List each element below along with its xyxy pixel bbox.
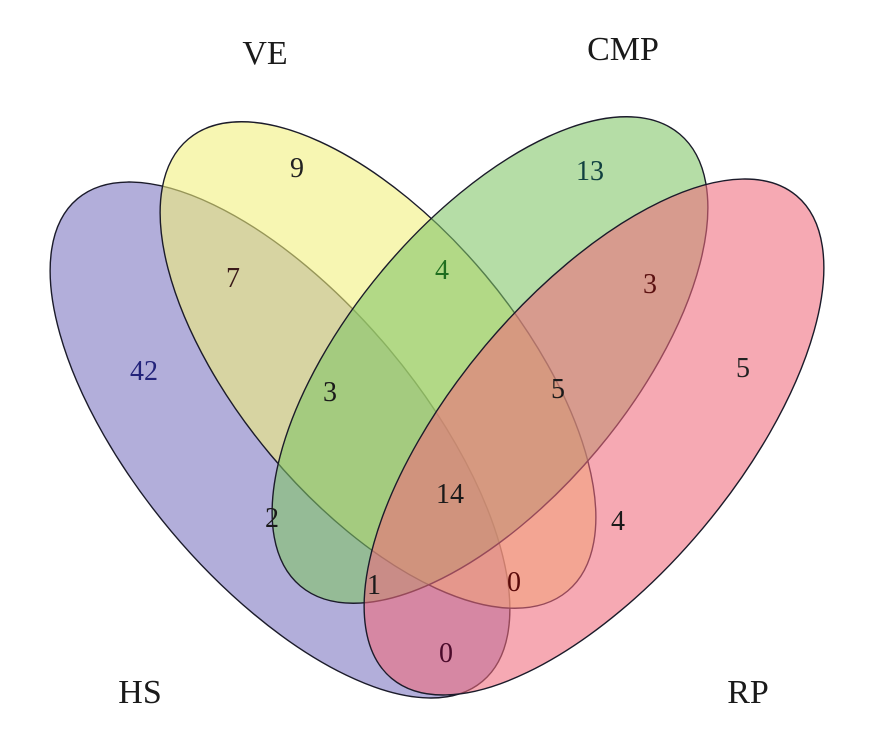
region-ve-cmp: 4	[435, 255, 449, 286]
region-labels: 42 9 13 5 7 4 3 3 5 2 14 4 1 0 0	[130, 153, 750, 669]
region-hs-only: 42	[130, 356, 158, 387]
region-ve-rp: 4	[611, 506, 625, 537]
region-rp-only: 5	[736, 353, 750, 384]
region-hs-ve: 7	[226, 263, 240, 294]
set-ellipses	[49, 116, 825, 699]
set-label-rp: RP	[727, 674, 769, 711]
region-hs-ve-cmp: 3	[323, 377, 337, 408]
region-hs-cmp-rp: 1	[367, 570, 381, 601]
ellipse-rp	[363, 178, 825, 696]
set-labels: HS VE CMP RP	[118, 31, 769, 711]
region-hs-rp: 0	[439, 638, 453, 669]
region-cmp-only: 13	[576, 156, 604, 187]
region-hs-cmp: 2	[265, 503, 279, 534]
region-ve-only: 9	[290, 153, 304, 184]
set-label-hs: HS	[118, 674, 161, 711]
region-cmp-rp: 3	[643, 269, 657, 300]
set-label-cmp: CMP	[587, 31, 659, 68]
region-all: 14	[436, 479, 464, 510]
region-ve-cmp-rp: 5	[551, 374, 565, 405]
set-label-ve: VE	[242, 35, 287, 72]
region-hs-ve-rp: 0	[507, 567, 521, 598]
